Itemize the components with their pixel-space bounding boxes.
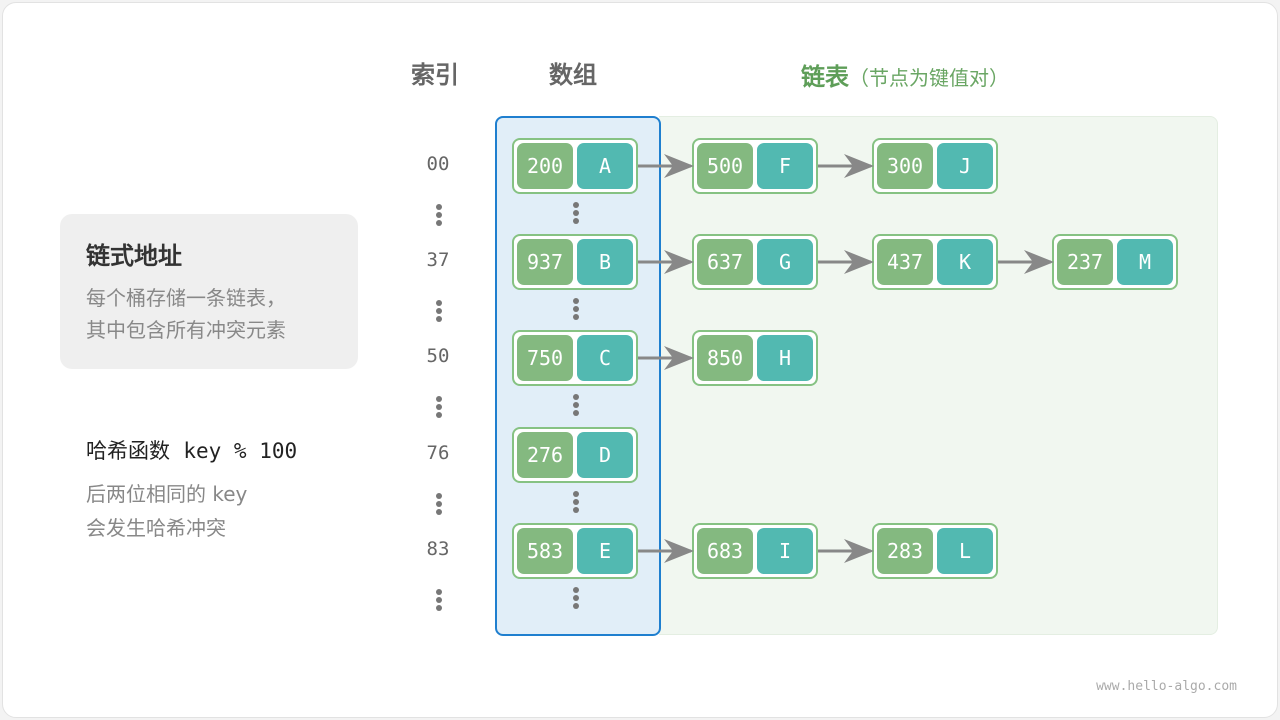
ellipsis-dots-icon <box>573 394 579 418</box>
node-value: J <box>937 143 993 189</box>
node-value: A <box>577 143 633 189</box>
watermark: www.hello-algo.com <box>1096 679 1237 694</box>
bucket-index: 83 <box>426 538 450 560</box>
node-value: E <box>577 528 633 574</box>
node-key: 683 <box>697 528 753 574</box>
array-header: 数组 <box>549 61 597 89</box>
node-value: B <box>577 239 633 285</box>
node-key: 283 <box>877 528 933 574</box>
node-value: K <box>937 239 993 285</box>
linked-list-title: 链表 <box>801 63 849 91</box>
note-body: 每个桶存储一条链表， 其中包含所有冲突元素 <box>86 282 286 346</box>
ellipsis-dots-icon <box>573 491 579 515</box>
node-value: G <box>757 239 813 285</box>
node-key: 300 <box>877 143 933 189</box>
ellipsis-dots-icon <box>573 587 579 611</box>
node-key: 583 <box>517 528 573 574</box>
bucket-index: 37 <box>426 249 450 271</box>
hash-expression: key % 100 <box>183 439 298 463</box>
node-value: F <box>757 143 813 189</box>
ellipsis-dots-icon <box>573 298 579 322</box>
hash-label: 哈希函数 <box>86 439 170 463</box>
index-header: 索引 <box>411 61 459 89</box>
bucket-index: 76 <box>426 442 450 464</box>
hash-function-label: 哈希函数 key % 100 <box>86 435 297 465</box>
node-key: 850 <box>697 335 753 381</box>
node-key: 276 <box>517 432 573 478</box>
ellipsis-dots-icon <box>573 202 579 226</box>
node-key: 637 <box>697 239 753 285</box>
chaining-note: 链式地址 每个桶存储一条链表， 其中包含所有冲突元素 <box>60 214 358 369</box>
note-title: 链式地址 <box>86 242 182 270</box>
node-key: 937 <box>517 239 573 285</box>
bucket-index: 50 <box>426 345 450 367</box>
ellipsis-dots-icon <box>436 396 442 420</box>
node-value: I <box>757 528 813 574</box>
hash-note-line: 后两位相同的 key <box>86 482 248 506</box>
node-value: L <box>937 528 993 574</box>
linked-list-header: 链表（节点为键值对） <box>801 57 1009 92</box>
node-value: H <box>757 335 813 381</box>
note-line: 每个桶存储一条链表， <box>86 286 286 310</box>
node-value: M <box>1117 239 1173 285</box>
ellipsis-dots-icon <box>436 589 442 613</box>
node-value: D <box>577 432 633 478</box>
hash-note-line: 会发生哈希冲突 <box>86 516 226 540</box>
node-key: 750 <box>517 335 573 381</box>
ellipsis-dots-icon <box>436 493 442 517</box>
ellipsis-dots-icon <box>436 300 442 324</box>
hash-note: 后两位相同的 key 会发生哈希冲突 <box>86 477 247 545</box>
ellipsis-dots-icon <box>436 204 442 228</box>
node-key: 200 <box>517 143 573 189</box>
bucket-index: 00 <box>426 153 450 175</box>
node-key: 500 <box>697 143 753 189</box>
arrows-layer <box>638 154 1054 563</box>
node-key: 237 <box>1057 239 1113 285</box>
node-value: C <box>577 335 633 381</box>
linked-list-subtitle: （节点为键值对） <box>849 66 1009 90</box>
note-line: 其中包含所有冲突元素 <box>86 318 286 342</box>
node-key: 437 <box>877 239 933 285</box>
